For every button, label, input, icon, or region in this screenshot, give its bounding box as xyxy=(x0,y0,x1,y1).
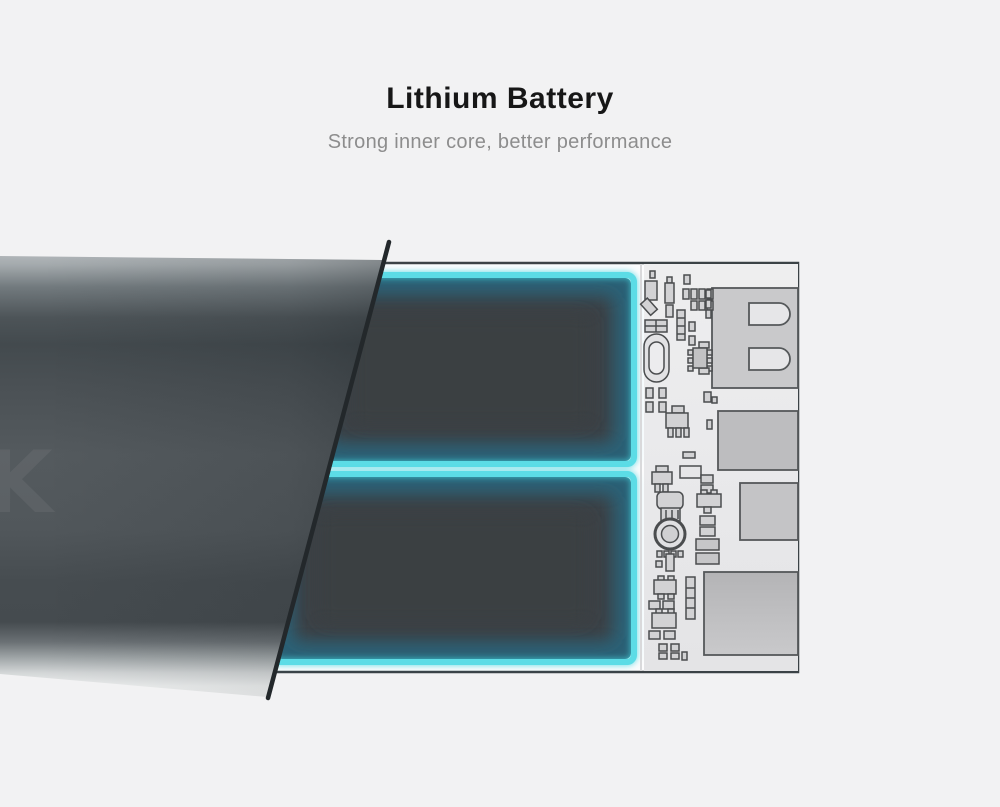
lithium-cell-bottom xyxy=(270,471,637,665)
crystal-oscillator xyxy=(643,319,670,383)
usb-slot-2 xyxy=(748,347,791,371)
body-logo-glyph: K xyxy=(0,433,56,533)
ic-chips xyxy=(703,410,799,656)
chip-a xyxy=(717,410,799,471)
cutaway-edge-line xyxy=(265,239,392,701)
dual-usb-port xyxy=(711,287,799,389)
pcb-small-components xyxy=(639,270,722,661)
page-subtitle: Strong inner core, better performance xyxy=(327,131,673,153)
power-bank-body: K xyxy=(0,256,385,697)
usb-slot-1 xyxy=(748,302,791,326)
chip-b xyxy=(739,482,799,541)
page-title: Lithium Battery xyxy=(386,82,614,115)
inductor-coil xyxy=(653,517,687,551)
circuit-board xyxy=(639,264,799,671)
chip-c xyxy=(703,571,799,656)
